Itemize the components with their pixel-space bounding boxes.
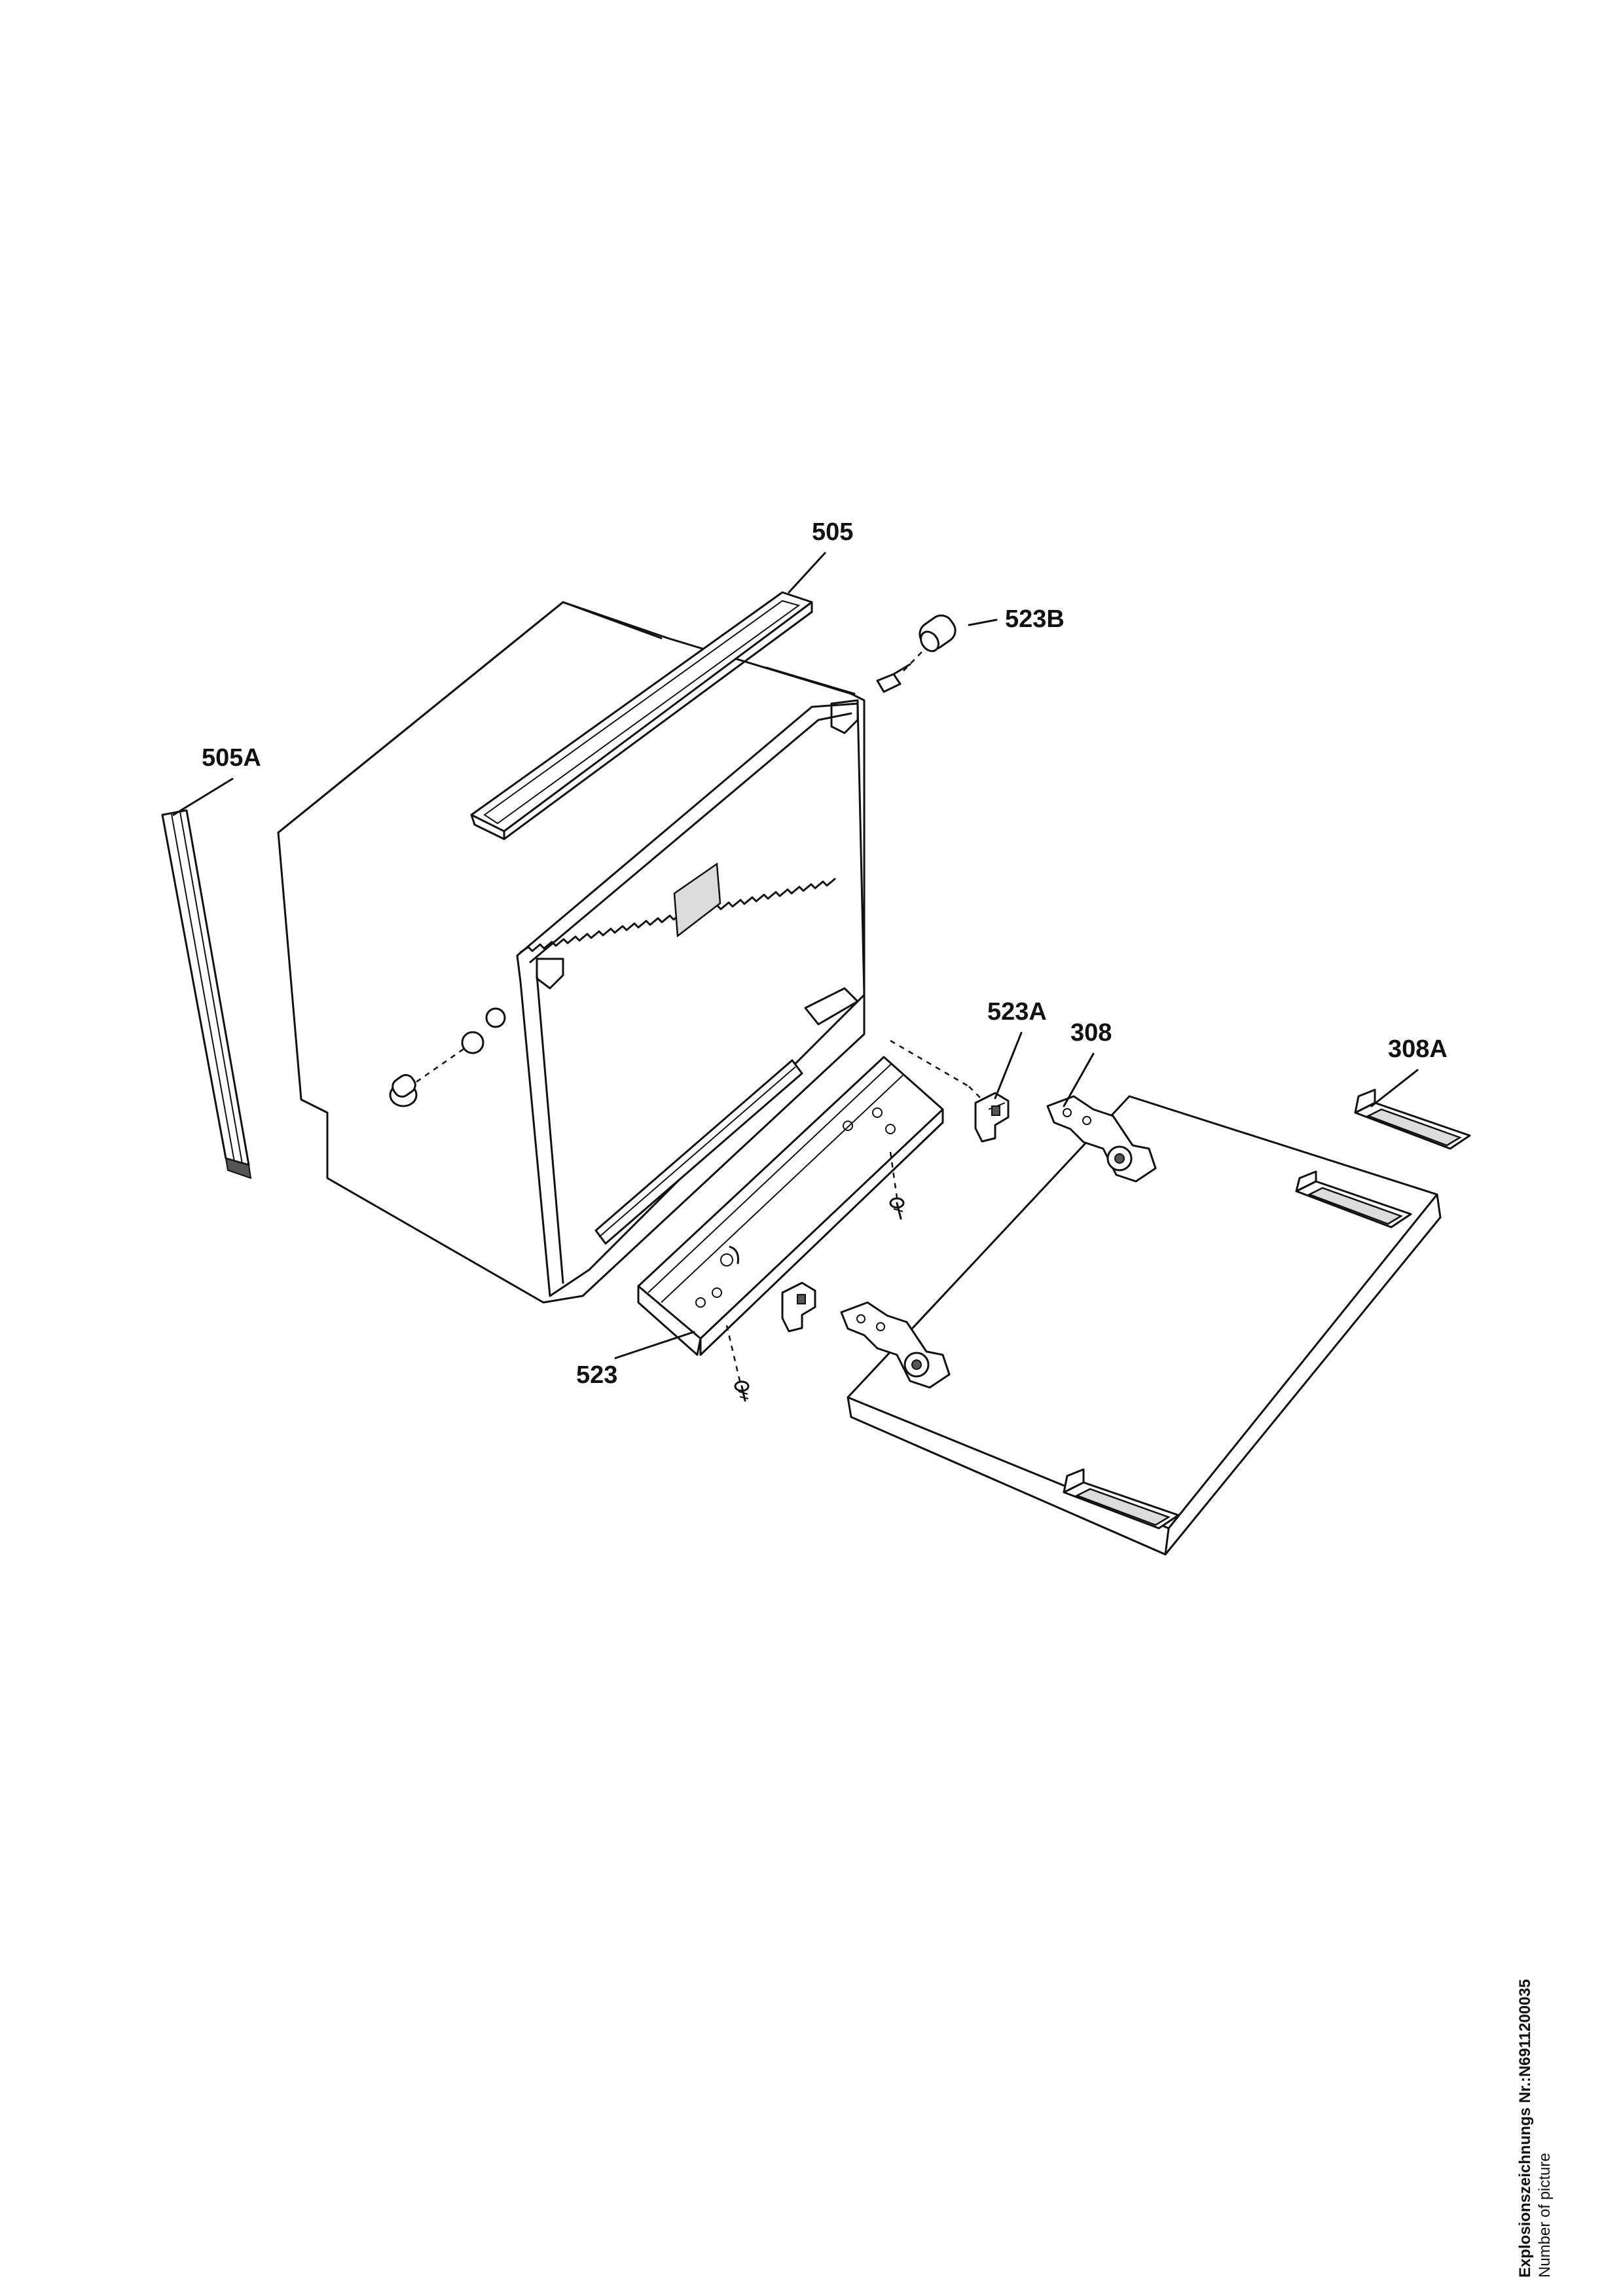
drawing-number-caption: Number of picture — [1536, 2153, 1554, 2278]
label-523: 523 — [576, 1361, 617, 1389]
screw-upper — [889, 1197, 905, 1220]
label-523B: 523B — [1005, 605, 1065, 633]
leader-lines — [172, 552, 1419, 1359]
door-slot-upper — [1295, 1170, 1412, 1229]
part-308-hinge-upper — [1046, 1095, 1157, 1183]
part-523-bracket-rail — [637, 1039, 983, 1402]
screw-lower — [734, 1380, 750, 1402]
part-308A-slider — [1354, 1088, 1471, 1150]
part-523A-clip — [974, 1092, 1010, 1143]
door-panel — [847, 1095, 1442, 1556]
label-523A: 523A — [987, 998, 1047, 1026]
part-523B-cap — [876, 614, 957, 693]
label-505A: 505A — [202, 744, 261, 772]
clip-lower — [781, 1282, 816, 1333]
part-505A-side-trim — [161, 809, 252, 1179]
drawing-number-footer: Explosionszeichnungs Nr.:N6911200035 Num… — [1516, 1979, 1555, 2278]
label-308: 308 — [1070, 1019, 1112, 1047]
door-slot-lower — [1063, 1468, 1180, 1530]
part-308-hinge-lower — [840, 1301, 951, 1389]
cabinet-body — [277, 601, 866, 1304]
side-fixing-screw — [389, 1007, 506, 1107]
part-505-top-trim — [470, 591, 813, 840]
label-505: 505 — [812, 518, 853, 546]
label-308A: 308A — [1388, 1035, 1448, 1063]
drawing-number: Explosionszeichnungs Nr.:N6911200035 — [1516, 1979, 1534, 2278]
